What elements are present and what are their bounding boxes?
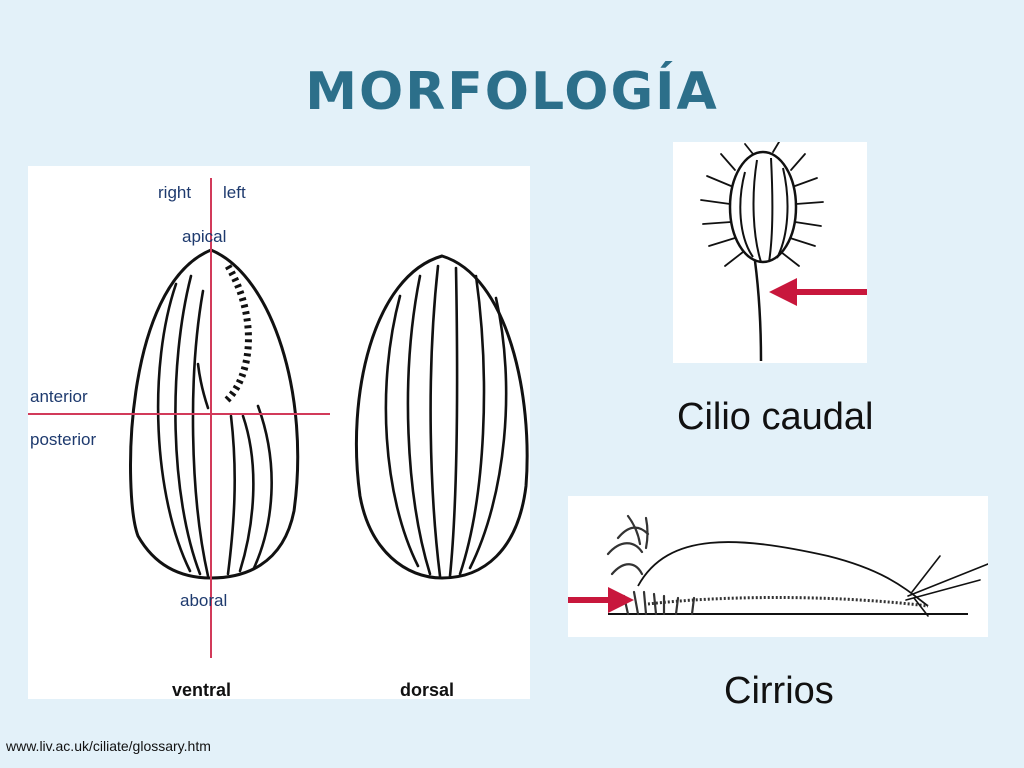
slide-title: MORFOLOGÍA xyxy=(305,62,719,122)
red-arrow-icon xyxy=(568,587,634,613)
somatic-cilia xyxy=(700,142,824,267)
body-kineties xyxy=(739,157,789,263)
label-apical: apical xyxy=(182,227,226,246)
source-url: www.liv.ac.uk/ciliate/glossary.htm xyxy=(6,738,211,754)
caudal-cilium xyxy=(753,260,763,362)
caption-caudal-cilium: Cilio caudal xyxy=(677,396,874,438)
adoral-membranelles xyxy=(223,264,252,404)
caudal-cilium-illustration xyxy=(673,142,867,363)
frontal-cirri xyxy=(606,514,696,616)
dorsal-kineties xyxy=(384,264,508,578)
caudal-svg xyxy=(700,142,867,362)
label-posterior: posterior xyxy=(30,430,96,449)
caption-cirri: Cirrios xyxy=(724,670,834,712)
label-right: right xyxy=(158,183,191,202)
label-left: left xyxy=(223,183,246,202)
cell-dorsal-outline xyxy=(637,541,929,607)
caudal-cirri xyxy=(905,555,988,617)
cell-ventral-edge xyxy=(647,596,929,608)
label-aboral: aboral xyxy=(180,591,227,610)
ventral-kineties xyxy=(156,274,273,578)
label-ventral: ventral xyxy=(172,680,231,699)
cell-body xyxy=(728,150,798,264)
label-dorsal: dorsal xyxy=(400,680,454,699)
orientation-svg: right left apical anterior posterior abo… xyxy=(28,178,529,699)
dorsal-cell-outline xyxy=(354,254,529,580)
ciliate-orientation-diagram: right left apical anterior posterior abo… xyxy=(28,166,530,699)
label-anterior: anterior xyxy=(30,387,88,406)
red-arrow-icon xyxy=(769,278,867,306)
cirri-illustration xyxy=(568,496,988,637)
cirri-svg xyxy=(568,514,988,617)
